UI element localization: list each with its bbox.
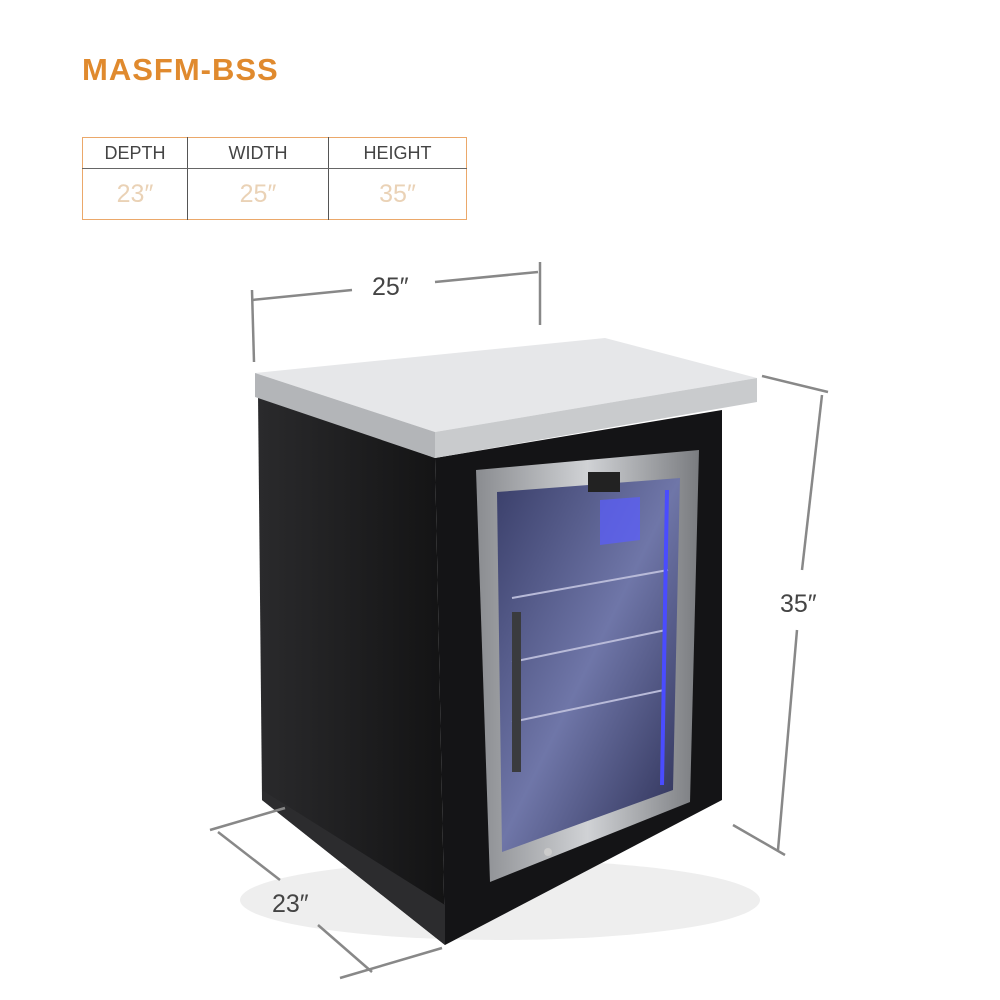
countertop-surface [255, 338, 757, 432]
value-width: 25″ [187, 168, 329, 220]
header-depth: DEPTH [82, 137, 188, 169]
blue-led-strip [660, 489, 669, 786]
value-height: 35″ [328, 168, 467, 220]
header-width: WIDTH [187, 137, 329, 169]
brand-badge [588, 472, 620, 492]
width-label: 25″ [372, 273, 409, 301]
table-value-row: 23″ 25″ 35″ [83, 168, 467, 220]
fridge-shelves [511, 569, 669, 723]
fridge-interior-light [600, 497, 640, 545]
countertop-front-edge [435, 378, 757, 458]
product-model-title: MASFM-BSS [82, 52, 279, 87]
table-header-row: DEPTH WIDTH HEIGHT [82, 137, 467, 169]
depth-dimension-lines [209, 806, 443, 980]
countertop-side-edge [255, 373, 435, 458]
value-depth: 23″ [116, 179, 154, 208]
door-handle[interactable] [512, 612, 521, 772]
cabinet-base [262, 790, 445, 945]
fridge-glass-window [497, 478, 680, 852]
height-dimension-lines [732, 374, 829, 857]
width-dimension-lines [250, 262, 542, 363]
header-height: HEIGHT [328, 137, 467, 169]
dimensions-table: DEPTH WIDTH HEIGHT 23″ 25″ 35″ [82, 137, 467, 220]
door-lock[interactable] [544, 848, 552, 856]
height-label: 35″ [780, 590, 817, 618]
depth-label: 23″ [272, 890, 309, 918]
cabinet-side-panel [258, 395, 445, 945]
